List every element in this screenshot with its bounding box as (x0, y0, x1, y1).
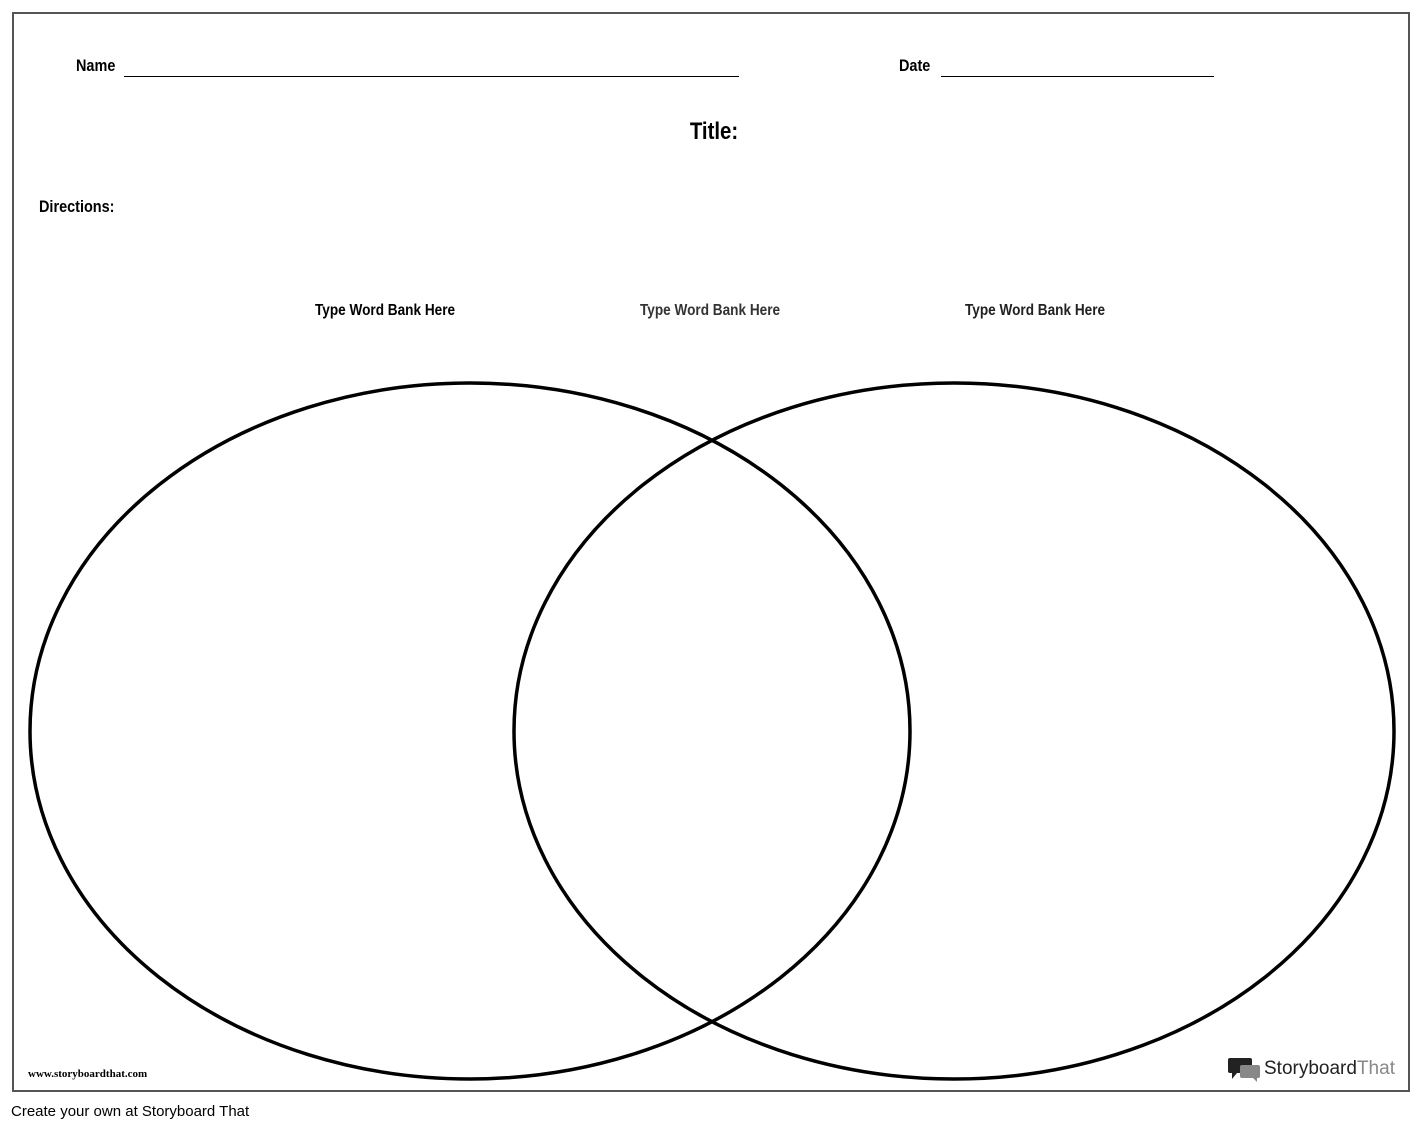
storyboardthat-logo: StoryboardThat (1228, 1056, 1395, 1082)
name-label: Name (76, 56, 116, 75)
logo-text-main: Storyboard (1264, 1058, 1357, 1079)
word-bank-right[interactable]: Type Word Bank Here (965, 302, 1106, 319)
name-field-line[interactable] (124, 76, 739, 77)
venn-circle-left[interactable] (28, 381, 912, 1081)
logo-text-accent: That (1356, 1058, 1395, 1079)
logo-text: StoryboardThat (1264, 1058, 1395, 1080)
word-bank-middle[interactable]: Type Word Bank Here (640, 302, 781, 319)
word-bank-left[interactable]: Type Word Bank Here (315, 302, 456, 319)
date-field-line[interactable] (941, 76, 1214, 77)
date-label: Date (899, 56, 931, 75)
website-url: www.storyboardthat.com (28, 1068, 148, 1080)
title-label: Title: (689, 118, 739, 145)
speech-bubbles-icon (1228, 1058, 1260, 1082)
worksheet-sheet: Name Date Title: Directions: Type Word B… (12, 12, 1410, 1092)
venn-diagram (28, 381, 1396, 1081)
footer-text[interactable]: Create your own at Storyboard That (11, 1103, 250, 1120)
directions-label: Directions: (39, 197, 115, 216)
venn-circle-right[interactable] (512, 381, 1396, 1081)
